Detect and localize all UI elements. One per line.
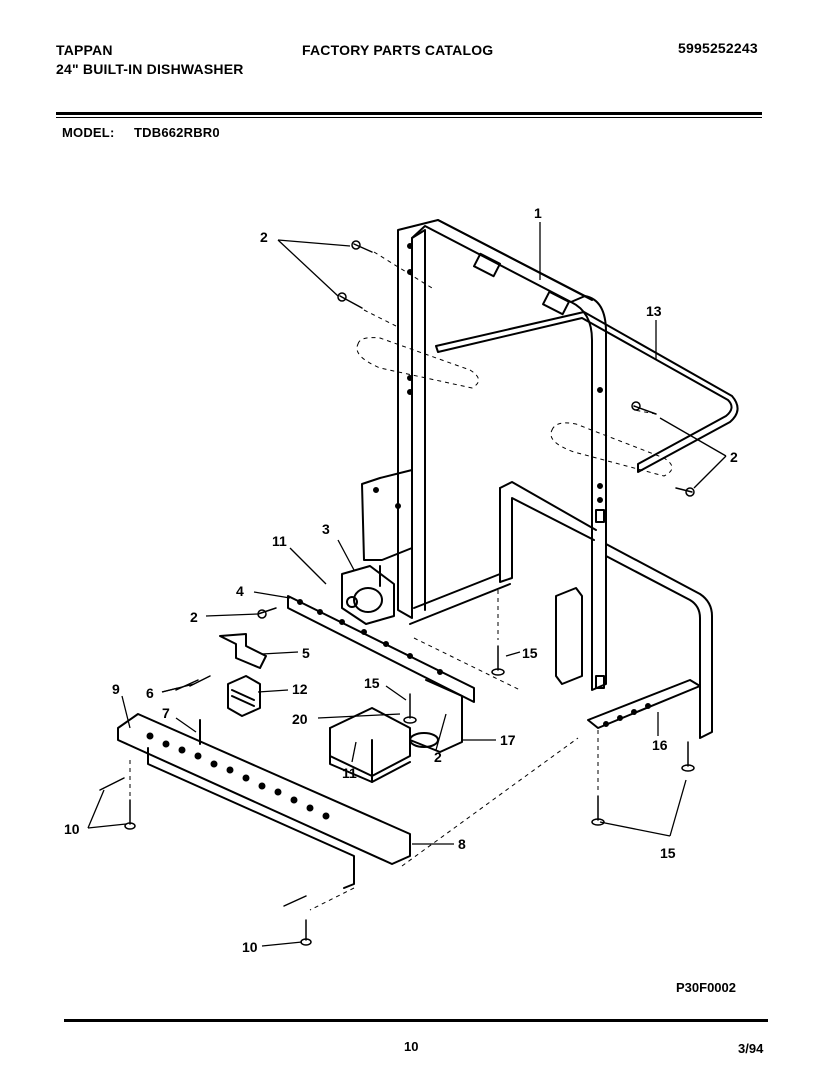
header-rule-thin bbox=[56, 117, 762, 118]
callout-1: 1 bbox=[534, 205, 542, 221]
brand-name: TAPPAN bbox=[56, 42, 113, 58]
callout-labels: 1 2 13 2 11 3 4 2 5 15 9 6 12 15 7 20 17… bbox=[64, 205, 738, 955]
right-bracket bbox=[555, 587, 583, 685]
callout-3: 3 bbox=[322, 521, 330, 537]
page-number: 10 bbox=[404, 1039, 419, 1054]
leader-lines bbox=[87, 222, 727, 947]
side-rail-part-13 bbox=[435, 311, 739, 473]
callout-17: 17 bbox=[500, 732, 516, 748]
screw-group bbox=[99, 240, 695, 946]
callout-9: 9 bbox=[112, 681, 120, 697]
callout-11-lower: 11 bbox=[342, 765, 357, 781]
lower-u-frame bbox=[409, 481, 713, 739]
catalog-title: FACTORY PARTS CATALOG bbox=[302, 42, 494, 58]
callout-6: 6 bbox=[146, 685, 154, 701]
motor-assembly-part-3 bbox=[341, 565, 395, 625]
callout-2-left: 2 bbox=[190, 609, 198, 625]
callout-7: 7 bbox=[162, 705, 170, 721]
model-number: TDB662RBR0 bbox=[134, 125, 220, 140]
callout-15-middle: 15 bbox=[522, 645, 538, 661]
bracket-part-5 bbox=[219, 633, 267, 669]
alignment-lines bbox=[129, 251, 673, 911]
control-box-part-20 bbox=[329, 707, 411, 783]
catalog-number: 5995252243 bbox=[678, 40, 758, 56]
callout-2-right: 2 bbox=[730, 449, 738, 465]
callout-10-bottom: 10 bbox=[242, 939, 258, 955]
callout-16: 16 bbox=[652, 737, 668, 753]
callout-2-lower: 2 bbox=[434, 749, 442, 765]
lower-panel-part-8-9 bbox=[117, 713, 411, 889]
model-label: MODEL: bbox=[62, 125, 115, 140]
callout-12: 12 bbox=[292, 681, 308, 697]
callout-10-left: 10 bbox=[64, 821, 80, 837]
footer-rule bbox=[64, 1019, 768, 1022]
figure-code: P30F0002 bbox=[676, 980, 736, 995]
print-date: 3/94 bbox=[738, 1041, 764, 1056]
callout-11-upper: 11 bbox=[272, 533, 287, 549]
terminal-block-part-12 bbox=[227, 675, 261, 717]
bracket-part-17 bbox=[409, 679, 463, 753]
callout-8: 8 bbox=[458, 836, 466, 852]
callout-15-center: 15 bbox=[364, 675, 380, 691]
callout-13: 13 bbox=[646, 303, 662, 319]
left-mount-bracket bbox=[361, 469, 413, 561]
callout-2-top: 2 bbox=[260, 229, 268, 245]
callout-5: 5 bbox=[302, 645, 310, 661]
product-name: 24" BUILT-IN DISHWASHER bbox=[56, 61, 244, 77]
callout-4: 4 bbox=[236, 583, 244, 599]
mounting-plate-part-4 bbox=[287, 595, 475, 703]
upper-frame-part-1 bbox=[397, 219, 607, 691]
header-rule bbox=[56, 112, 762, 115]
callout-20: 20 bbox=[292, 711, 308, 727]
callout-15-lower: 15 bbox=[660, 845, 676, 861]
